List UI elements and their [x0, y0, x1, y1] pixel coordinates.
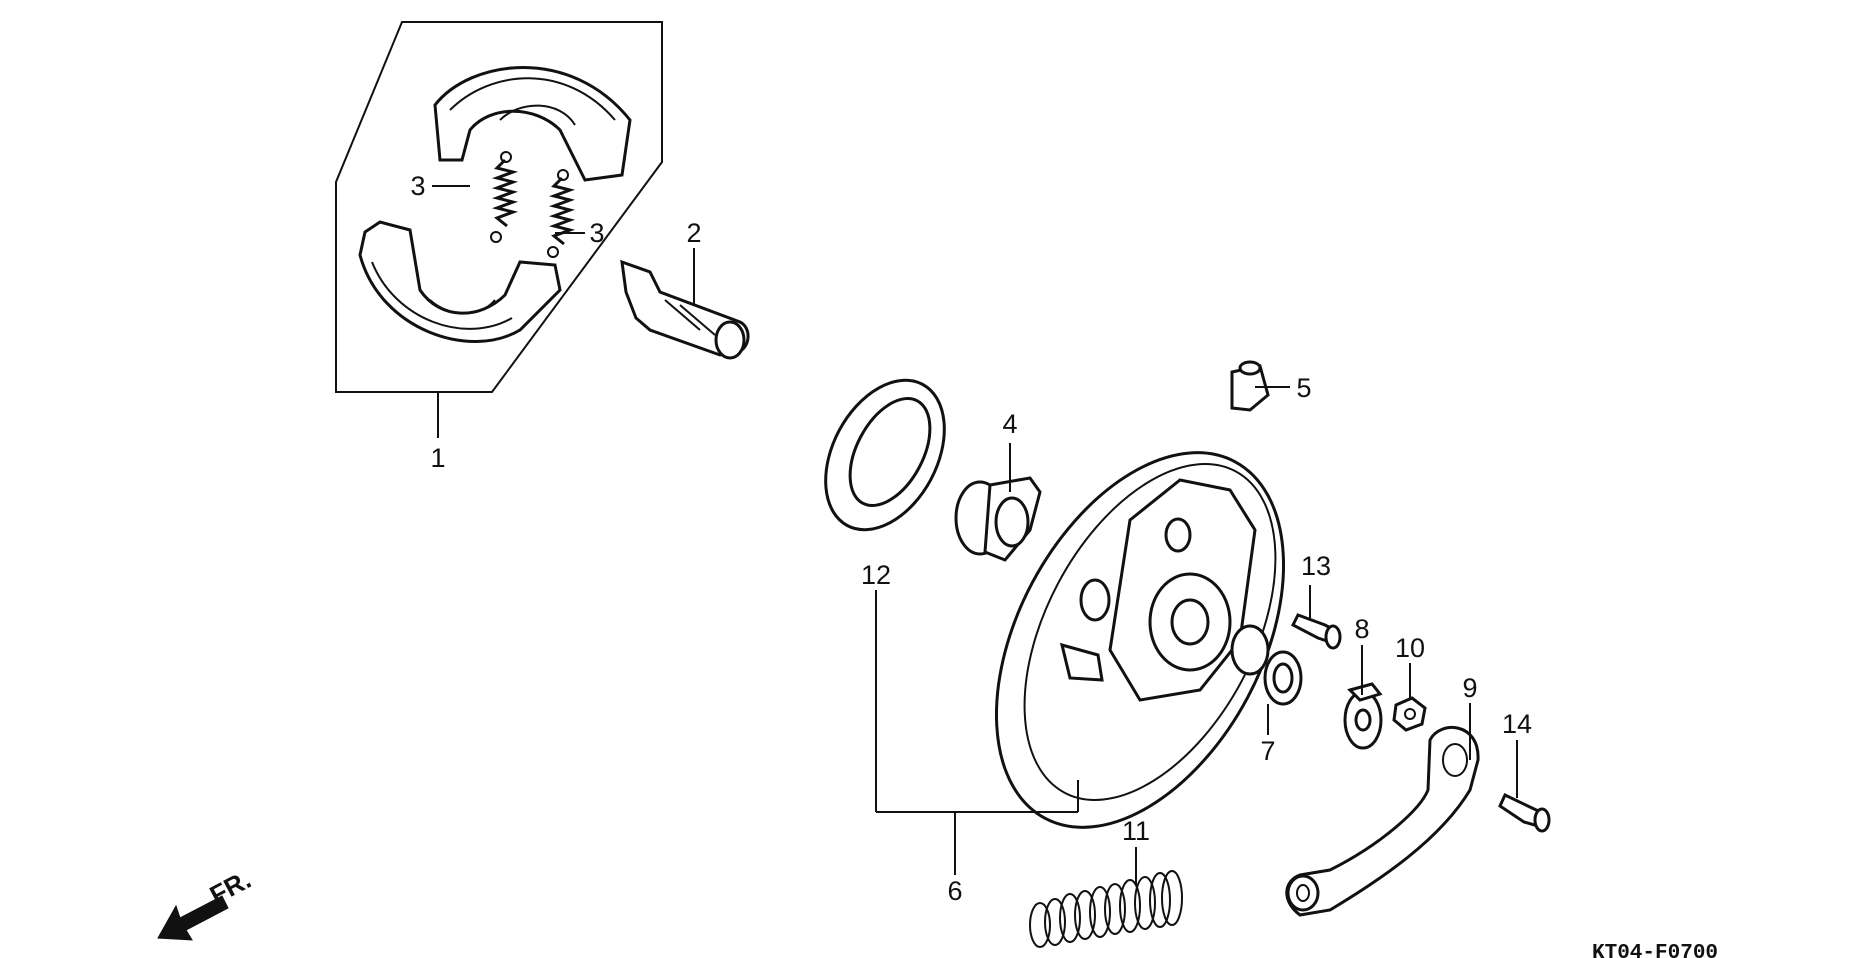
brake-shoe-lower: [358, 220, 562, 343]
callout-labels: 1 2 3 3 4 5 6 7 8 9 10 11 12 13 14: [410, 171, 1532, 906]
shoe-spring-right: [547, 169, 576, 258]
bolt-14: [1498, 792, 1551, 833]
callout-8: 8: [1354, 614, 1369, 644]
callout-14: 14: [1502, 709, 1532, 739]
callout-4: 4: [1002, 409, 1017, 439]
felt-seal: [1263, 650, 1303, 706]
callout-5: 5: [1296, 373, 1311, 403]
front-arrow-icon: [157, 895, 229, 941]
leader-lines: [432, 185, 1518, 885]
brake-arm: [1285, 726, 1480, 917]
callout-10: 10: [1395, 633, 1425, 663]
brake-shoe-group: [335, 21, 663, 393]
callout-11: 11: [1122, 816, 1150, 846]
callout-12: 12: [861, 560, 891, 590]
front-direction-marker: FR.: [157, 864, 256, 941]
callout-2: 2: [686, 218, 701, 248]
return-spring: [1029, 870, 1183, 948]
callout-9: 9: [1462, 673, 1477, 703]
speedometer-gear: [954, 476, 1042, 562]
callout-7: 7: [1260, 736, 1275, 766]
callout-1: 1: [430, 443, 445, 473]
callout-6: 6: [947, 876, 962, 906]
drawing-code: KT04-F0700: [1592, 942, 1718, 958]
brake-cam: [620, 259, 750, 360]
callout-3-upper: 3: [410, 171, 425, 201]
nut: [1392, 696, 1427, 732]
callout-13: 13: [1301, 551, 1331, 581]
callout-3-lower: 3: [589, 218, 604, 248]
grease-nipple: [1230, 360, 1270, 412]
shoe-spring-left: [490, 151, 519, 243]
bolt-13: [1290, 613, 1342, 650]
dust-seal: [824, 378, 946, 532]
brake-shoe-upper: [433, 66, 632, 182]
brake-panel: [994, 451, 1286, 829]
